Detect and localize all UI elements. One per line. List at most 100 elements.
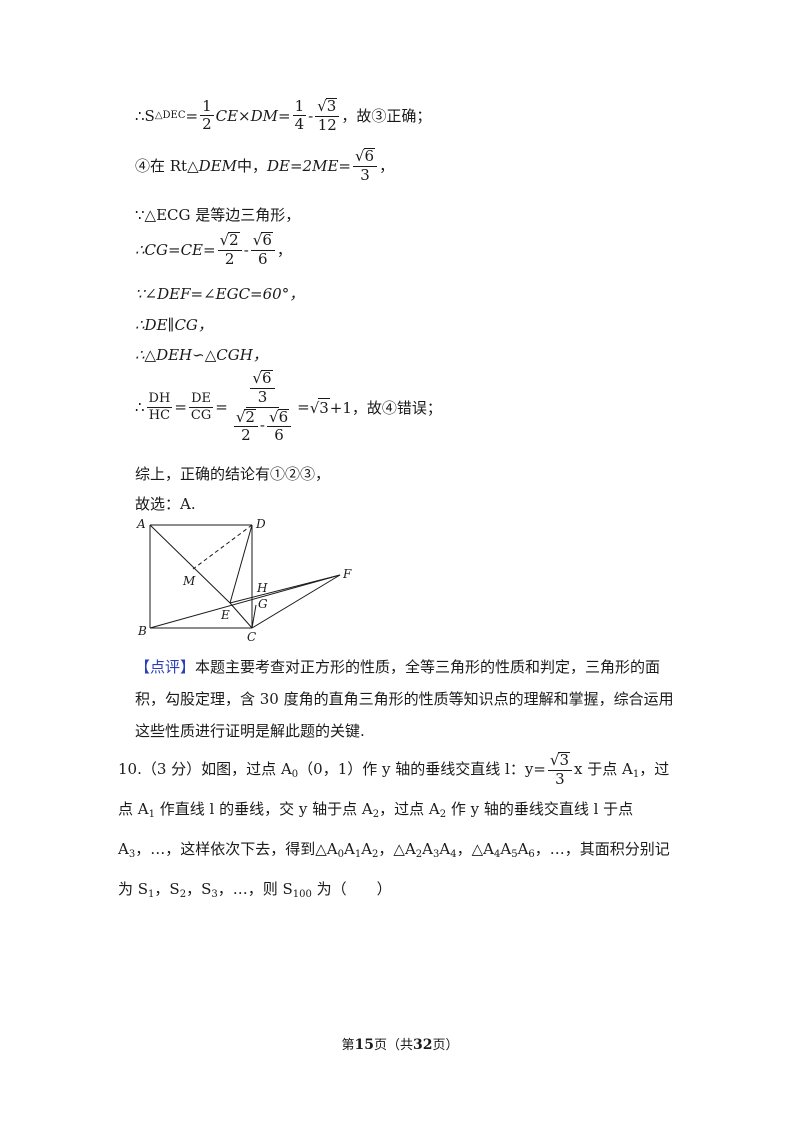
middle: 中， (236, 157, 267, 176)
q-sub: 100 (292, 889, 312, 900)
radicand: 6 (363, 147, 376, 165)
sqrt: √2 (235, 407, 256, 426)
denominator: 3 (360, 165, 370, 184)
q-sub: 6 (528, 849, 535, 860)
q-text: 作直线 l 的垂线，交 y 轴于点 A (154, 800, 373, 818)
denominator: 2 (241, 426, 251, 445)
equals: = (297, 398, 310, 416)
numerator: DE (189, 390, 214, 408)
numerator: √6 (267, 407, 292, 428)
q-text: ，S (154, 880, 180, 898)
minus: - (259, 416, 265, 435)
summary: 综上，正确的结论有①②③， (135, 465, 331, 483)
radicand: 3 (558, 751, 570, 770)
q-text: x 于点 A (573, 760, 633, 778)
label-g: G (258, 597, 268, 611)
segment-bf (149, 574, 341, 629)
conclusion-3-correct: ，故③正确； (341, 107, 432, 126)
q-sub: 1 (354, 849, 362, 860)
segment-ae (149, 524, 231, 604)
sqrt: √3 (549, 751, 570, 770)
question-number: 10. (118, 760, 142, 778)
page-footer: 第15页（共32页） (0, 1034, 800, 1053)
page-number: 15 (354, 1037, 374, 1053)
de-parallel-cg: ∴DE∥CG， (135, 316, 213, 334)
minus: - (243, 240, 249, 259)
sqrt-3: √3 (309, 397, 330, 417)
therefore-s: ∴S (135, 106, 155, 125)
sqrt: √2 (219, 231, 240, 249)
sqrt: √3 (317, 97, 338, 115)
label-e: E (220, 608, 230, 622)
solution-line-3: ∵△ECG 是等边三角形， (135, 204, 300, 225)
segment-dm-dashed (192, 524, 253, 570)
q-text: A (500, 840, 512, 858)
q-text: ，过点 A (118, 760, 670, 818)
q-sub: 0 (337, 849, 344, 860)
denominator: 4 (294, 115, 305, 134)
q-sub: 5 (511, 849, 518, 860)
label-f: F (342, 567, 352, 581)
dem: DEM (198, 156, 237, 175)
footer-mid: 页（共 (373, 1038, 413, 1053)
answer-choice: 故选：A. (135, 495, 196, 513)
q-sub: 2 (179, 889, 187, 900)
radicand: 3 (318, 397, 330, 417)
question-score: （3 分） (141, 760, 202, 778)
denominator: HC (148, 407, 171, 423)
q-sub: 0 (291, 769, 299, 780)
radicand: 2 (228, 231, 240, 249)
segment-cg (251, 604, 257, 629)
numerator: 1 (200, 96, 214, 117)
comment-text: 本题主要考查对正方形的性质，全等三角形的性质和判定，三角形的面积，勾股定理，含 … (135, 658, 674, 740)
segment-de (229, 524, 253, 604)
numerator: √6 (250, 369, 275, 389)
sqrt: √6 (354, 147, 376, 165)
radicand: 2 (244, 407, 256, 426)
comment-paragraph: 【点评】本题主要考查对正方形的性质，全等三角形的性质和判定，三角形的面积，勾股定… (135, 651, 675, 747)
cg-equals-ce: ∴CG=CE= (135, 240, 216, 259)
numerator: √3 (315, 97, 340, 117)
radicand: 3 (325, 97, 338, 115)
q-sub: 2 (372, 849, 379, 860)
in-rt-triangle: ④在 Rt△ (135, 157, 199, 176)
similar-triangles: ∴△DEH∽△CGH， (135, 346, 268, 364)
q-sub: 2 (415, 849, 423, 860)
numerator: √2 (217, 231, 242, 251)
label-d: D (255, 517, 266, 531)
q-text: A (422, 840, 433, 858)
q-text: A (361, 840, 373, 858)
numerator: DH (146, 390, 173, 408)
q-sub: 1 (148, 809, 155, 820)
sqrt: √6 (269, 407, 290, 426)
ecg-equilateral: ∵△ECG 是等边三角形， (135, 206, 301, 224)
sqrt: √6 (252, 369, 273, 387)
q-text: ，△A (456, 840, 494, 858)
denominator: 3 (257, 387, 268, 406)
q-sub: 2 (439, 809, 447, 820)
q-text: ，…，则 S (217, 880, 293, 898)
q-text: ，…，这样依次下去，得到△A (135, 840, 338, 858)
denominator: 6 (258, 249, 268, 268)
label-a: A (136, 517, 146, 531)
solution-line-9: 综上，正确的结论有①②③， (135, 463, 330, 484)
q-text: ，△A (378, 840, 416, 858)
label-c: C (247, 630, 256, 644)
equals: = (174, 398, 187, 416)
conclusion-4-wrong: +1，故④错误； (329, 398, 442, 417)
angle-equality: ∵∠DEF=∠EGC=60°， (135, 285, 305, 303)
denominator: 12 (317, 115, 337, 134)
equals: = (185, 106, 199, 125)
